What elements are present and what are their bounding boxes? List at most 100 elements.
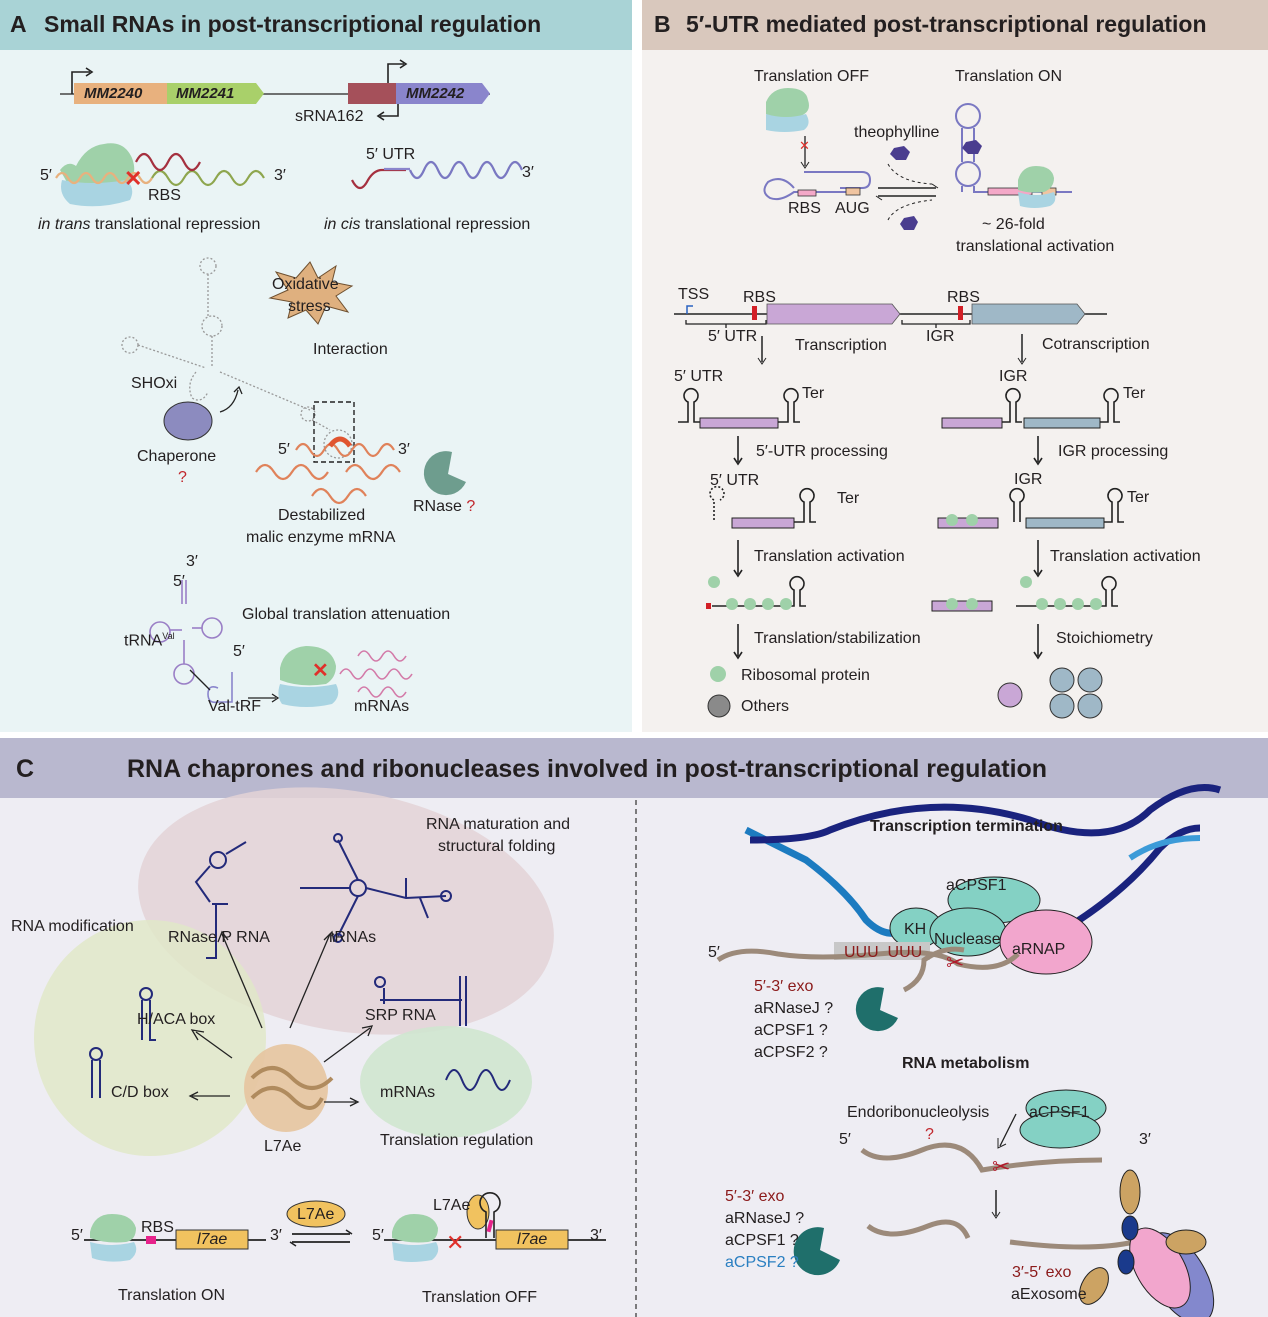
- processing-left: [678, 387, 816, 660]
- promoter-arrow-icon: [387, 63, 404, 83]
- rrna-icon: [300, 833, 452, 943]
- left-utr1: 5′ UTR: [674, 368, 724, 385]
- scissors-icon: ✂: [992, 1154, 1010, 1179]
- aexosome-label: aExosome: [1011, 1286, 1087, 1303]
- chaperone-label: Chaperone: [137, 448, 217, 465]
- srp-rna-icon: [374, 976, 467, 1026]
- stress-label-2: stress: [288, 298, 331, 315]
- panel-b-graphics: ✕: [674, 88, 1124, 719]
- trans-caption: in trans translational repression: [38, 216, 261, 233]
- switch-off-label: Translation OFF: [422, 1289, 537, 1306]
- right-stoich: Stoichiometry: [1056, 630, 1153, 647]
- metabolism-title: RNA metabolism: [902, 1055, 1030, 1072]
- switch-gene-right: l7ae: [517, 1231, 548, 1248]
- tss-arrow-icon: [686, 305, 693, 314]
- panel-b: B 5′-UTR mediated post-transcriptional r…: [642, 0, 1268, 732]
- legend-ribosomal: Ribosomal protein: [741, 667, 870, 684]
- modification-label: RNA modification: [11, 918, 134, 935]
- exonuclease-pacman: [855, 987, 898, 1032]
- maturation-label-2: structural folding: [438, 838, 556, 855]
- trans-five-prime: 5′: [40, 167, 52, 184]
- gray-circle-icon: [707, 694, 731, 718]
- valtrf-label: Val-tRF: [208, 698, 262, 715]
- termination-diagram: ✂: [716, 784, 1222, 1032]
- left-ter1: Ter: [802, 385, 825, 402]
- panel-a: A Small RNAs in post-transcriptional reg…: [0, 0, 632, 732]
- panel-c-title: RNA chaprones and ribonucleases involved…: [127, 755, 1048, 783]
- shoxi-label: SHOxi: [131, 375, 178, 392]
- translation-on-label: Translation ON: [955, 68, 1062, 85]
- block-x-icon: ✕: [124, 166, 142, 191]
- acpsf1-b-label: aCPSF1: [1029, 1104, 1090, 1121]
- legend-others: Others: [741, 698, 790, 715]
- left-ter2: Ter: [837, 490, 860, 507]
- panel-a-letter: A: [10, 11, 27, 37]
- mrnas-label: mRNAs: [380, 1084, 436, 1101]
- cis-caption: in cis translational repression: [324, 216, 531, 233]
- termination-title: Transcription termination: [870, 818, 1063, 835]
- srna162-region: [348, 83, 396, 104]
- block-x-icon: ✕: [446, 1230, 464, 1255]
- right-igr2: IGR: [1014, 471, 1043, 488]
- rnase-label: RNase ?: [413, 498, 476, 515]
- interaction-label: Interaction: [313, 341, 388, 358]
- srna-arrow-icon: [380, 104, 399, 117]
- translation-regulation-label: Translation regulation: [380, 1132, 534, 1149]
- activation-label: translational activation: [956, 238, 1115, 255]
- panel-a-header: A Small RNAs in post-transcriptional reg…: [0, 0, 632, 50]
- arnap-shape: [999, 909, 1093, 975]
- block-x-icon: ✕: [312, 660, 329, 682]
- rnasep-label: RNase P RNA: [168, 929, 270, 946]
- arrow-icon: [233, 385, 243, 395]
- switch-five-left: 5′: [71, 1227, 83, 1244]
- polysome-left: [706, 576, 792, 610]
- left-processing: 5′-UTR processing: [756, 443, 888, 460]
- meta-three-prime: 3′: [1139, 1131, 1151, 1148]
- cis-utr-label: 5′ UTR: [366, 146, 416, 163]
- chaperone-question: ?: [178, 469, 187, 486]
- gene-label-mm2240: MM2240: [84, 85, 143, 102]
- global-attenuation-label: Global translation attenuation: [242, 606, 451, 623]
- nascent-rna: [716, 948, 1020, 970]
- rnase-pacman: [423, 451, 466, 496]
- mrna-five-prime: 5′: [278, 441, 290, 458]
- exo1-line3: aCPSF1 ?: [754, 1022, 828, 1039]
- panel-b-letter: B: [654, 11, 671, 37]
- destabilized-label-1: Destabilized: [278, 507, 366, 524]
- right-ter2: Ter: [1127, 489, 1150, 506]
- meta-five-prime: 5′: [839, 1131, 851, 1148]
- mrna-wave-icon: [445, 1069, 511, 1091]
- aexosome-shape: [1079, 1169, 1215, 1317]
- exo2-line3: aCPSF1 ?: [725, 1232, 799, 1249]
- left-utr2: 5′ UTR: [710, 472, 760, 489]
- haca-label: H/ACA box: [137, 1011, 216, 1028]
- switch-three-right: 3′: [590, 1227, 602, 1244]
- ribosome-trna: ✕: [278, 646, 413, 707]
- exo2-line2: aRNaseJ ?: [725, 1210, 805, 1227]
- l7ae-label: L7Ae: [264, 1138, 302, 1155]
- translation-bubble: [360, 1026, 532, 1138]
- rbs1-label: RBS: [743, 289, 776, 306]
- fold-label: ~ 26-fold: [982, 216, 1045, 233]
- gene-mm2241: [167, 83, 264, 104]
- switch-on-label: Translation ON: [118, 1287, 225, 1304]
- interaction-box: [313, 401, 355, 463]
- riboswitch-on: [955, 103, 1072, 208]
- l7ae-protein-icon: [244, 1044, 334, 1132]
- cd-box-icon: [89, 1047, 103, 1098]
- scissors-icon: ✂: [946, 950, 964, 975]
- cd-label: C/D box: [111, 1084, 169, 1101]
- gene-mm2240: [74, 83, 167, 104]
- switch-gene-left: l7ae: [197, 1231, 228, 1248]
- exo2-line1: 5′-3′ exo: [725, 1188, 785, 1205]
- trans-three-prime: 3′: [274, 167, 286, 184]
- in-cis-diagram: [351, 160, 524, 190]
- trf-five-prime: 5′: [233, 643, 245, 660]
- l7ae-switch: ✕: [84, 1192, 606, 1262]
- kh-label: KH: [904, 921, 927, 938]
- trna-diagram: [149, 580, 280, 704]
- chaperone-shape: [163, 401, 213, 441]
- riboswitch-off: ✕: [763, 88, 939, 230]
- gene-mm2242: [396, 83, 490, 104]
- switch-five-right: 5′: [372, 1227, 384, 1244]
